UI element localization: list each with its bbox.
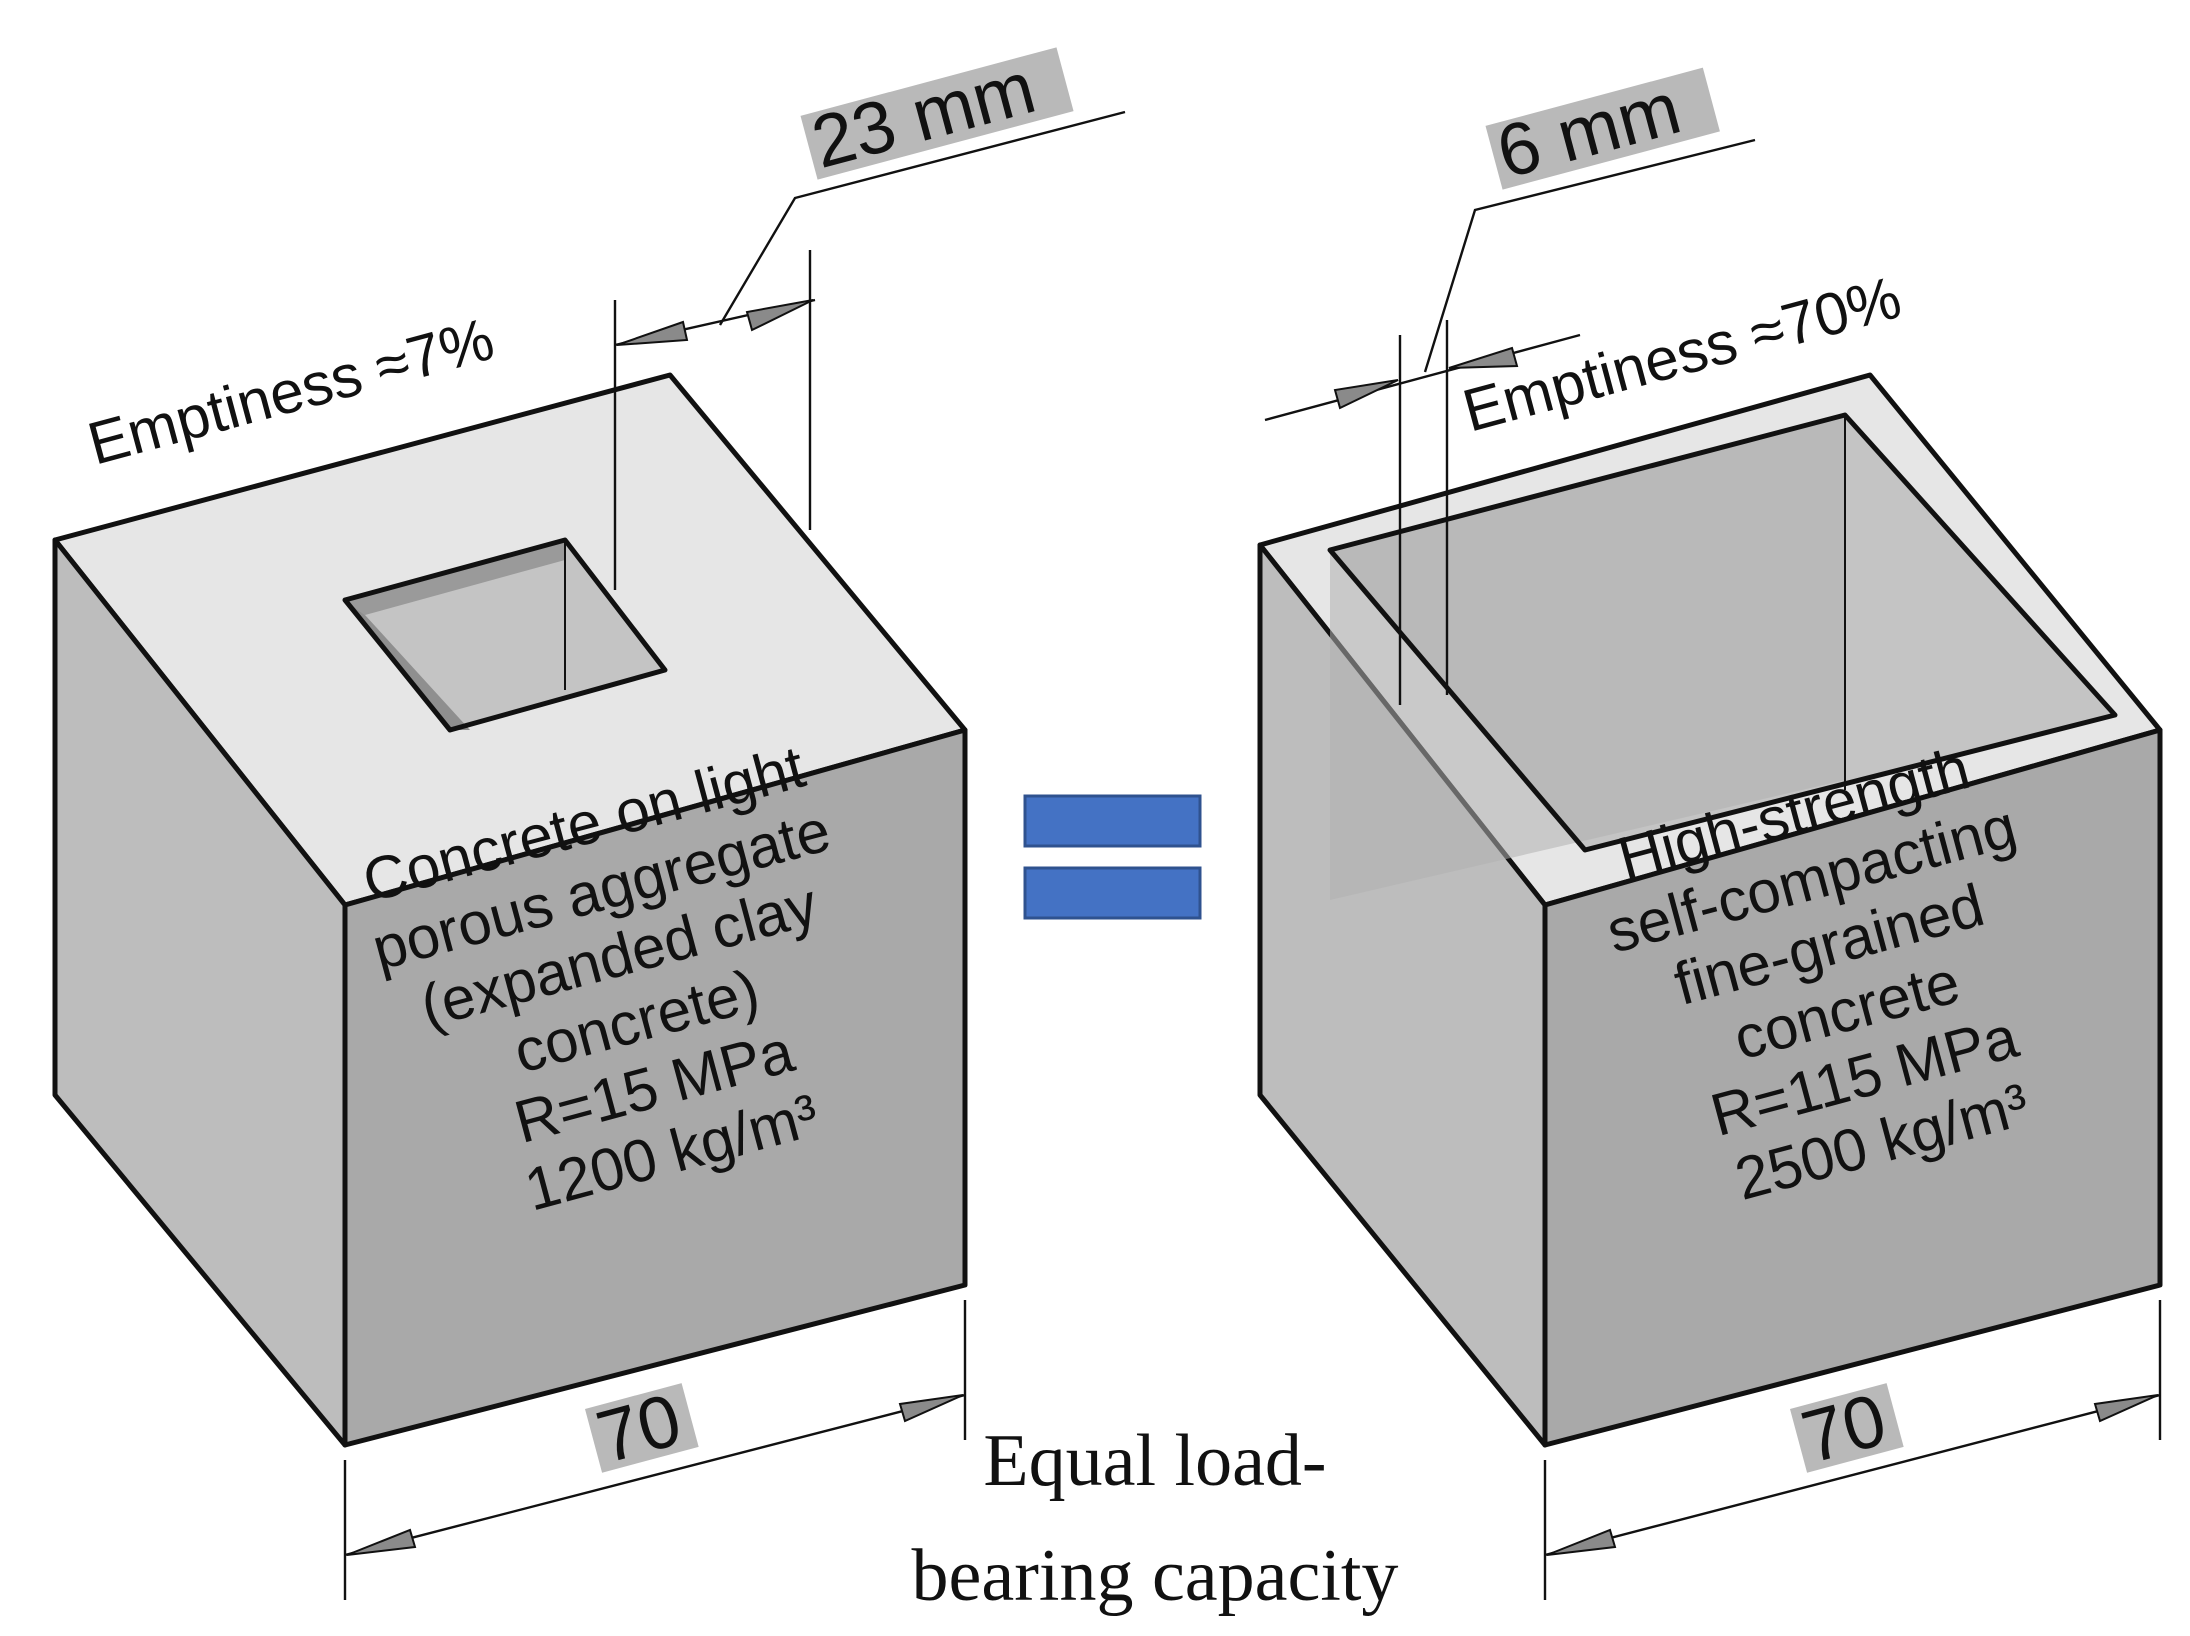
equals-bar-bottom bbox=[1023, 866, 1202, 920]
right-width-dimension bbox=[1543, 1300, 2162, 1600]
left-width-dimension bbox=[343, 1300, 967, 1600]
left-wall-dimension-highlight bbox=[800, 47, 1074, 180]
left-block: 23 mm Emptiness ≈7% Concrete on light po… bbox=[52, 45, 1126, 1600]
left-wall-dimension bbox=[613, 110, 1126, 590]
right-block: 6 mm Emptiness ≈70% High-strength self-c… bbox=[1257, 66, 2163, 1600]
right-wall-dimension bbox=[1264, 138, 1756, 705]
caption: Equal load- bearing capacity bbox=[912, 1420, 1399, 1617]
left-wall-dimension-label: 23 mm bbox=[803, 45, 1043, 184]
left-block-front-face bbox=[342, 727, 968, 1448]
right-wall-dimension-highlight bbox=[1485, 67, 1720, 190]
caption-line-2: bearing capacity bbox=[912, 1535, 1399, 1617]
right-block-front-face bbox=[1542, 727, 2163, 1448]
equals-bar-top bbox=[1023, 794, 1202, 848]
equals-sign bbox=[1023, 794, 1202, 920]
right-block-hollow bbox=[1327, 412, 2118, 900]
caption-line-1: Equal load- bbox=[983, 1420, 1326, 1502]
right-wall-dimension-label: 6 mm bbox=[1488, 66, 1688, 194]
left-block-description: Concrete on light porous aggregate (expa… bbox=[356, 733, 837, 1224]
left-block-hole bbox=[342, 537, 668, 733]
